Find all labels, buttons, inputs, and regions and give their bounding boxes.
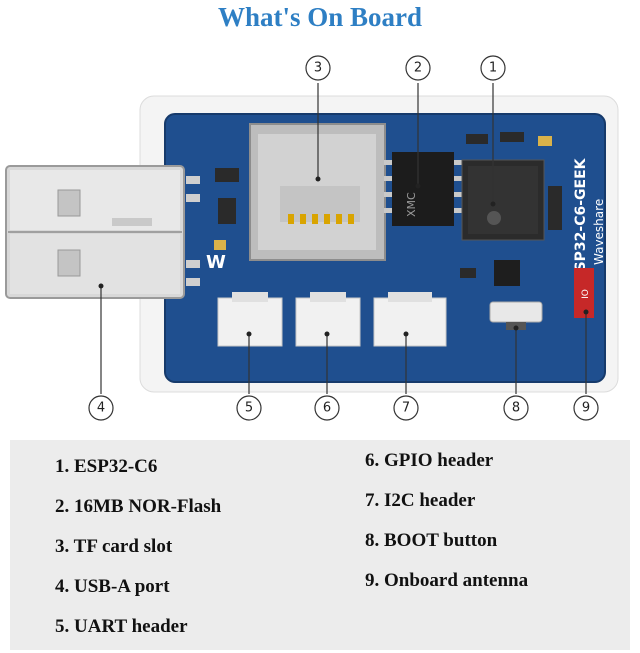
page-title: What's On Board bbox=[217, 2, 423, 32]
flash-chip-text: XMC bbox=[405, 192, 418, 217]
flash-chip: XMC bbox=[384, 152, 462, 226]
legend-item: 8. BOOT button bbox=[365, 530, 498, 551]
callout-8: 8 bbox=[512, 401, 520, 416]
gpio-header bbox=[295, 292, 361, 347]
esp32-c6-chip bbox=[461, 159, 545, 241]
legend-item: 4. USB-A port bbox=[55, 576, 170, 597]
callout-3: 3 bbox=[314, 61, 322, 76]
legend-item: 5. UART header bbox=[55, 616, 188, 637]
onboard-antenna: IO bbox=[574, 268, 594, 318]
legend-item: 3. TF card slot bbox=[55, 536, 173, 557]
legend-item: 7. I2C header bbox=[365, 490, 476, 511]
board-diagram: W XMC ES bbox=[5, 55, 619, 421]
silkscreen-model: ESP32-C6-GEEK bbox=[573, 157, 589, 281]
callout-5: 5 bbox=[245, 401, 253, 416]
brand-logo: W bbox=[206, 252, 226, 273]
callout-6: 6 bbox=[323, 401, 331, 416]
silkscreen-brand: Waveshare bbox=[592, 199, 606, 265]
leader-lines bbox=[100, 83, 587, 394]
legend-item: 6. GPIO header bbox=[365, 450, 494, 471]
antenna-label: IO bbox=[581, 289, 591, 299]
legend-item: 1. ESP32-C6 bbox=[55, 456, 158, 477]
legend-item: 9. Onboard antenna bbox=[365, 570, 529, 591]
callout-2: 2 bbox=[414, 61, 422, 76]
callout-1: 1 bbox=[489, 61, 497, 76]
callout-7: 7 bbox=[402, 401, 410, 416]
i2c-header bbox=[373, 292, 447, 347]
callout-9: 9 bbox=[582, 401, 590, 416]
usb-a-port bbox=[5, 165, 185, 299]
uart-header bbox=[217, 292, 283, 347]
callout-4: 4 bbox=[97, 401, 105, 416]
legend-item: 2. 16MB NOR-Flash bbox=[55, 496, 222, 517]
legend-panel: 1. ESP32-C6 2. 16MB NOR-Flash 3. TF card… bbox=[10, 440, 630, 650]
